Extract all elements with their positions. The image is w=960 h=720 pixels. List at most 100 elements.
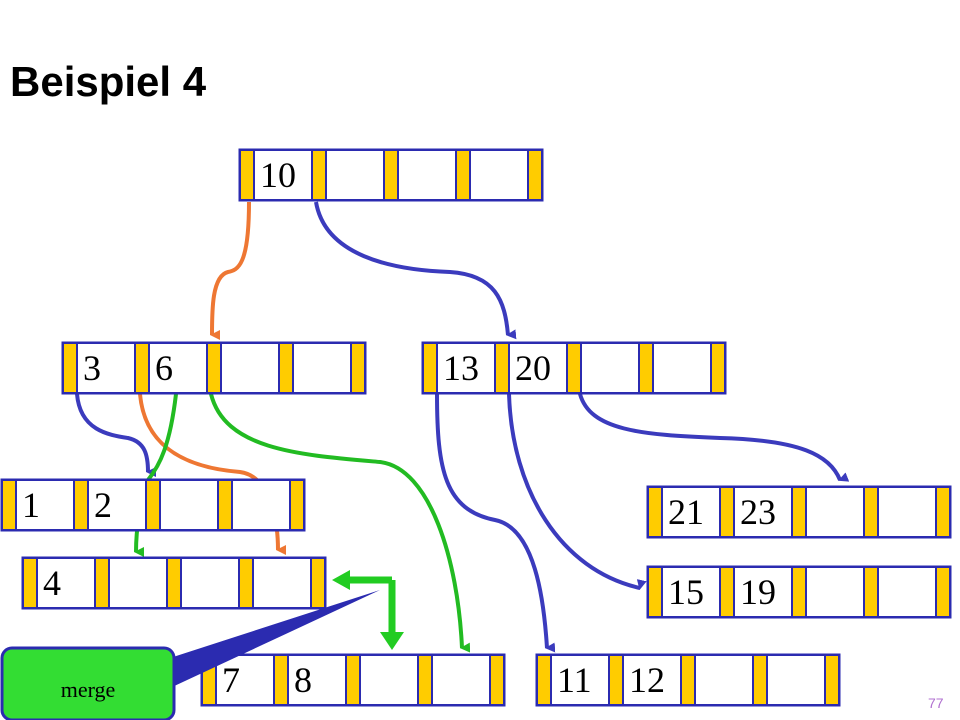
pointer-slot xyxy=(1,479,17,531)
key-cell xyxy=(877,486,937,538)
pointer-slot xyxy=(310,557,326,609)
pointer-slot xyxy=(166,557,182,609)
key-cell xyxy=(36,557,96,609)
pointer-slot xyxy=(536,654,552,706)
pointer-slot xyxy=(791,566,807,618)
key-label: 4 xyxy=(43,563,61,603)
pointer-edge-root-to-n1320 xyxy=(314,201,517,340)
key-cell xyxy=(652,342,712,394)
pointer-slot xyxy=(22,557,38,609)
key-cell xyxy=(580,342,640,394)
key-cell xyxy=(436,342,496,394)
pointer-slot xyxy=(824,654,840,706)
key-label: 12 xyxy=(629,660,665,700)
key-cell xyxy=(108,557,168,609)
key-cell xyxy=(397,149,457,201)
key-label: 3 xyxy=(83,348,101,388)
pointer-edge-n1320-to-n1112 xyxy=(435,393,556,653)
key-cell xyxy=(661,486,721,538)
key-cell xyxy=(694,654,754,706)
key-label: 2 xyxy=(94,485,112,525)
pointer-slot xyxy=(311,149,327,201)
key-label: 8 xyxy=(294,660,312,700)
key-label: 19 xyxy=(740,572,776,612)
pointer-slot xyxy=(273,654,289,706)
pointer-slot xyxy=(145,479,161,531)
pointer-slot xyxy=(238,557,254,609)
key-label: 10 xyxy=(260,155,296,195)
pointer-slot xyxy=(863,486,879,538)
key-cell xyxy=(733,566,793,618)
key-cell xyxy=(766,654,826,706)
pointer-slot xyxy=(752,654,768,706)
key-label: 6 xyxy=(155,348,173,388)
pointer-slot xyxy=(62,342,78,394)
key-cell xyxy=(180,557,240,609)
pointer-edge-n36-to-n12 xyxy=(75,393,157,477)
pointer-slot xyxy=(383,149,399,201)
key-cell xyxy=(159,479,219,531)
key-cell xyxy=(215,654,275,706)
pointer-slot xyxy=(350,342,366,394)
key-label: 1 xyxy=(22,485,40,525)
key-cell xyxy=(292,342,352,394)
key-label: 20 xyxy=(515,348,551,388)
btree-node: 10 xyxy=(238,148,544,202)
key-label: 23 xyxy=(740,492,776,532)
key-label: 13 xyxy=(443,348,479,388)
pointer-slot xyxy=(647,486,663,538)
pointer-slot xyxy=(278,342,294,394)
merge-arrows xyxy=(332,570,404,650)
pointer-edge-root-to-n36 xyxy=(210,201,251,341)
key-cell xyxy=(661,566,721,618)
pointer-slot xyxy=(680,654,696,706)
pointer-slot xyxy=(206,342,222,394)
key-cell xyxy=(231,479,291,531)
key-label: 21 xyxy=(668,492,704,532)
pointer-slot xyxy=(638,342,654,394)
key-cell xyxy=(87,479,147,531)
key-cell xyxy=(431,654,491,706)
btree-node: 21 23 xyxy=(646,485,952,539)
key-cell xyxy=(220,342,280,394)
pointer-slot xyxy=(608,654,624,706)
key-label: 11 xyxy=(557,660,592,700)
key-cell xyxy=(148,342,208,394)
pointer-slot xyxy=(94,557,110,609)
pointer-slot xyxy=(494,342,510,394)
pointer-slot xyxy=(566,342,582,394)
callout-pointer xyxy=(170,590,380,688)
pointer-edge-n1320-to-n1519 xyxy=(507,393,647,590)
key-cell xyxy=(469,149,529,201)
pointer-slot xyxy=(710,342,726,394)
key-label: 7 xyxy=(222,660,240,700)
pointer-slot xyxy=(719,486,735,538)
merge-arrowhead-down xyxy=(380,632,404,650)
key-cell xyxy=(733,486,793,538)
pointer-slot xyxy=(863,566,879,618)
pointer-slot xyxy=(217,479,233,531)
pointer-slot xyxy=(134,342,150,394)
key-cell xyxy=(287,654,347,706)
pointer-slot xyxy=(239,149,255,201)
pointer-slot xyxy=(422,342,438,394)
callout-box xyxy=(0,646,176,720)
pointer-edge-n36-to-n78 xyxy=(209,393,471,653)
callout-label: merge xyxy=(61,677,116,702)
pointer-slot xyxy=(455,149,471,201)
key-cell xyxy=(325,149,385,201)
key-cell xyxy=(252,557,312,609)
key-cell xyxy=(877,566,937,618)
pointer-slot xyxy=(489,654,505,706)
key-cell xyxy=(805,486,865,538)
pointer-slot xyxy=(935,486,951,538)
btree-node: 13 20 xyxy=(421,341,727,395)
pointer-edge-n1320-to-n2123 xyxy=(578,393,850,482)
pointer-slot xyxy=(791,486,807,538)
